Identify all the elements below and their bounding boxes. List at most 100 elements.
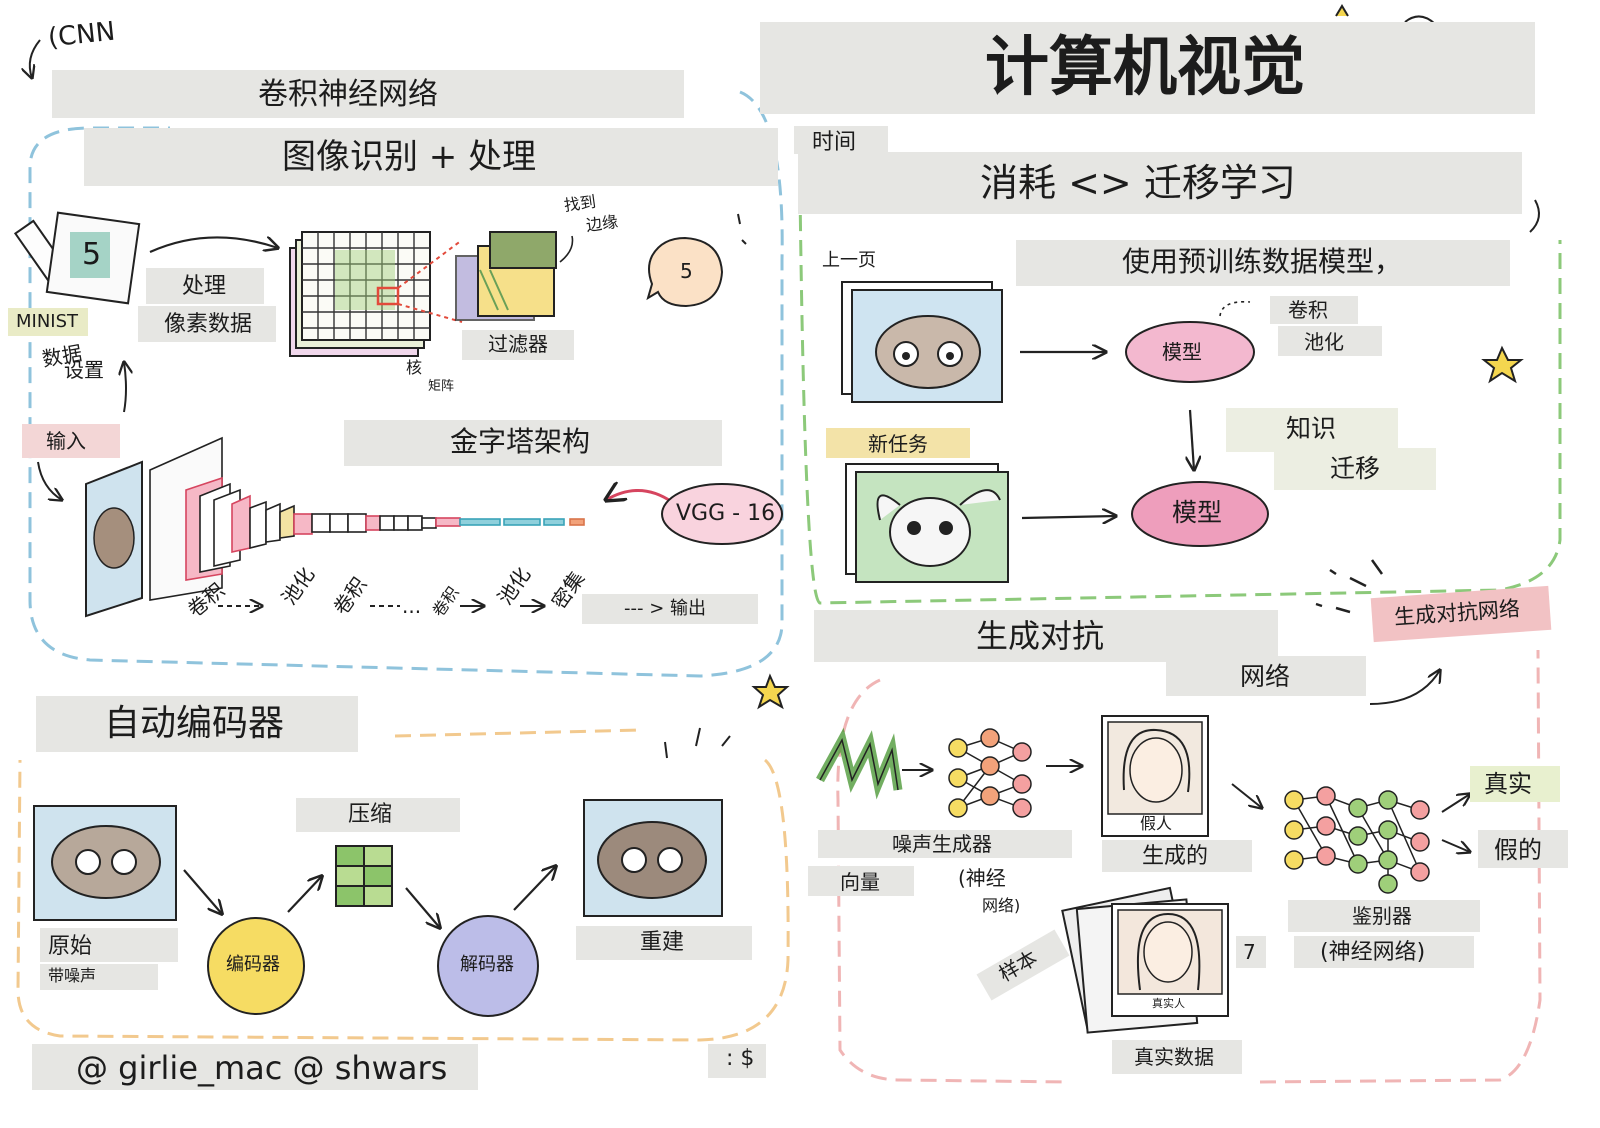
- real-data-tape: [1112, 1040, 1242, 1074]
- pyramid-label: 金字塔架构: [450, 425, 591, 458]
- gan-tag-arrow: [1369, 670, 1440, 705]
- vgg-label: VGG - 16: [676, 501, 776, 526]
- auto-title-tape: [36, 696, 358, 752]
- input-tape: [22, 424, 120, 458]
- vector-tape: [808, 866, 914, 896]
- time-label: 时间: [812, 130, 857, 155]
- rebuild-label: 重建: [640, 930, 685, 955]
- process-label-2: 像素数据: [164, 312, 253, 337]
- output-label: --- > 输出: [624, 598, 707, 619]
- dataset-arrow: [124, 362, 126, 413]
- cnn-subtitle: 图像识别 + 处理: [282, 137, 537, 177]
- migrate-tape: [1274, 448, 1436, 490]
- model-2-label: 模型: [1172, 498, 1223, 527]
- auto-arrow-4: [513, 866, 556, 911]
- process-label-1: 处理: [182, 274, 227, 299]
- model-1-oval: [1125, 321, 1255, 383]
- vector-label: 向量: [840, 870, 880, 894]
- corner-tape: [708, 1044, 766, 1078]
- disc-nn-label: (神经网络): [1320, 940, 1426, 965]
- process-arrow: [149, 237, 278, 254]
- decoder-circle: [437, 915, 539, 1017]
- noisy-tape: [40, 964, 158, 990]
- star-top: [1335, 4, 1349, 17]
- bubble-marks: [737, 213, 747, 245]
- pool-label: 池化: [1304, 330, 1344, 354]
- original-cat-image: [33, 805, 177, 921]
- noise-gen-tape: [818, 830, 1072, 858]
- process-tape-2: [138, 306, 276, 342]
- generated-tape: [1102, 840, 1252, 872]
- star-right: [1481, 345, 1524, 384]
- auto-title: 自动编码器: [104, 703, 285, 744]
- discriminator-tape: [1288, 900, 1480, 932]
- generator-network: [948, 728, 1032, 818]
- real-data-label: 真实数据: [1134, 1045, 1214, 1069]
- corner-mark: : $: [726, 1046, 755, 1071]
- real-tape: [1470, 766, 1560, 802]
- filter-stack: [455, 231, 557, 321]
- main-title-tape: [760, 22, 1535, 114]
- conv-label: 卷积: [1288, 298, 1328, 322]
- model-2-oval: [1131, 481, 1269, 547]
- cnn-title-tape: [52, 70, 684, 118]
- real-label: 真实: [1484, 770, 1532, 798]
- disc-nn-tape: [1294, 936, 1474, 968]
- number-label: 7: [1243, 940, 1256, 964]
- fake-tape: [1478, 830, 1568, 868]
- fake-caption: 假人: [1140, 814, 1173, 833]
- latent-code: [335, 845, 393, 907]
- original-tape: [40, 928, 178, 962]
- dataset-name: MINIST: [16, 311, 79, 332]
- transfer-arrow-2: [1021, 516, 1116, 518]
- knowledge-arrow: [1190, 409, 1194, 470]
- time-tape: [794, 126, 888, 154]
- digit-shading: [70, 232, 110, 278]
- input-cat-image: [85, 460, 143, 618]
- cnn-subtitle-tape: [84, 128, 778, 186]
- cnn-tag: (CNN: [46, 16, 117, 54]
- fake-label: 假的: [1494, 836, 1542, 864]
- noise-gen-label: 噪声生成器: [892, 832, 992, 856]
- real-arrow: [1441, 794, 1470, 813]
- cnn-tag-arrow: [30, 39, 41, 78]
- compress-label: 压缩: [348, 802, 393, 827]
- credits-tape: [32, 1044, 478, 1090]
- dataset-tape: [8, 308, 88, 336]
- credits-handle: @ girlie_mac @ shwars: [76, 1049, 448, 1087]
- transfer-title: 消耗 <> 迁移学习: [980, 161, 1296, 205]
- noisy-label: 带噪声: [48, 966, 97, 985]
- knowledge-label: 知识: [1286, 414, 1337, 443]
- fake-face-photo: [1101, 715, 1209, 837]
- new-task-tape: [826, 428, 970, 458]
- gan-title-2-tape: [1166, 656, 1366, 696]
- kernel-rays: [397, 239, 463, 323]
- step-ellipsis: ...: [402, 594, 422, 618]
- encoder-label: 编码器: [226, 954, 280, 975]
- encoder-circle: [207, 917, 305, 1015]
- filter-label: 过滤器: [488, 332, 548, 356]
- kernel-label-2: 矩阵: [428, 379, 455, 394]
- generated-label: 生成的: [1142, 844, 1209, 869]
- find-label-1: 找到: [562, 191, 598, 216]
- input-arrow: [37, 461, 62, 500]
- nn-label-2: 网络): [982, 896, 1021, 915]
- gan-title: 生成对抗: [976, 617, 1105, 655]
- auto-marks: [664, 727, 731, 759]
- number-tape: [1236, 936, 1266, 968]
- kernel-label-1: 核: [406, 358, 423, 377]
- transfer-subtitle: 使用预训练数据模型，: [1122, 245, 1403, 278]
- cnn-title: 卷积神经网络: [258, 77, 438, 112]
- auto-section-border: [16, 728, 790, 1042]
- gan-section-border: [836, 649, 1542, 1084]
- rebuild-tape: [576, 926, 752, 960]
- output-tape: [582, 594, 758, 624]
- real-face-photos: [1061, 886, 1229, 1034]
- gan-title-tape: [814, 610, 1278, 662]
- auto-arrow-2: [287, 876, 322, 913]
- curl-arrow: [1529, 199, 1540, 233]
- discriminator-label: 鉴别器: [1352, 904, 1412, 928]
- page-title: 计算机视觉: [985, 31, 1305, 105]
- bunny-photo: [845, 463, 1009, 583]
- auto-arrow-1: [183, 869, 222, 914]
